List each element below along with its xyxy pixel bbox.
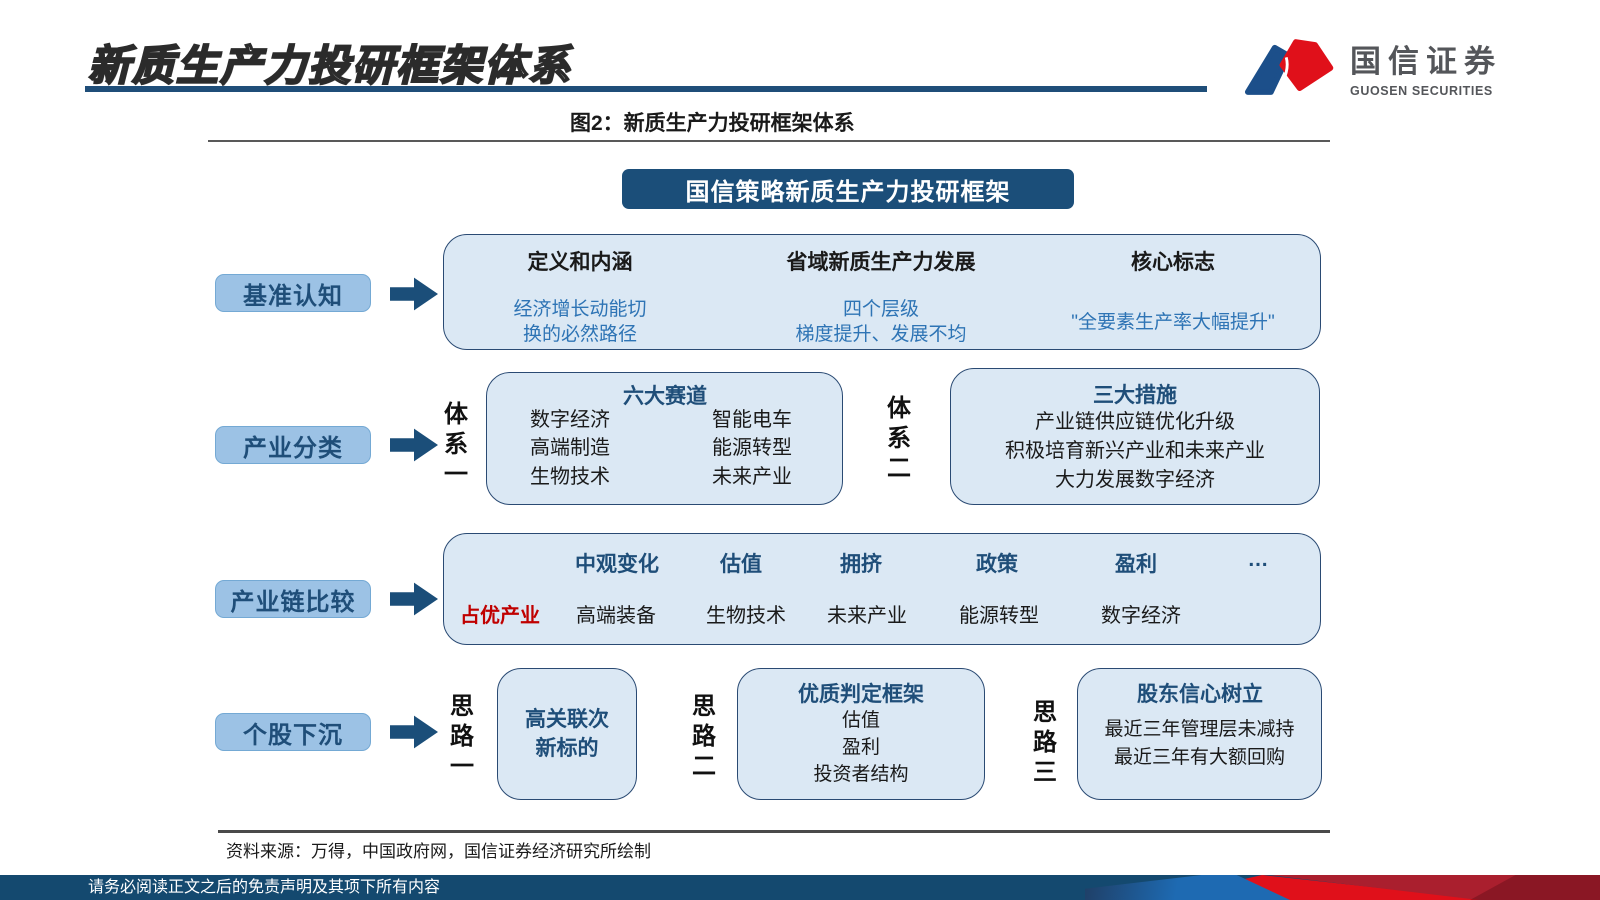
row3-box: [443, 533, 1321, 645]
row4-box2-title: 优质判定框架: [798, 683, 924, 706]
row2-box1-left-items: 数字经济 高端制造 生物技术: [530, 409, 610, 488]
row1-col-core: 核心标志 "全要素生产率大幅提升": [1030, 246, 1316, 335]
row1-box: [443, 234, 1321, 350]
guosen-logo: 国信证券 GUOSEN SECURITIES: [1244, 34, 1495, 100]
title-underline: [85, 86, 1207, 92]
row2-box2-body: 产业链供应链优化升级 积极培育新兴产业和未来产业 大力发展数字经济: [1005, 411, 1265, 491]
row1-col3-sub: "全要素生产率大幅提升": [1071, 312, 1275, 333]
row3-cell-digital: 数字经济: [1101, 605, 1181, 627]
row3-header-ellipsis: …: [1247, 548, 1269, 571]
row2-box2-title: 三大措施: [1093, 384, 1177, 407]
logo-text: 国信证券 GUOSEN SECURITIES: [1350, 36, 1502, 98]
row4-box2: [737, 668, 985, 800]
row4-box3: [1077, 668, 1322, 800]
figure-caption: 图2：新质生产力投研框架体系: [570, 112, 855, 135]
row3-cell-energy: 能源转型: [959, 605, 1039, 627]
row2-system1-label: 体系一: [444, 401, 468, 488]
row1-col2-sub: 四个层级 梯度提升、发展不均: [795, 299, 967, 346]
row3-header-mesochange: 中观变化: [575, 553, 659, 576]
row1-col2-title: 省域新质生产力发展: [786, 251, 976, 274]
row3-header-policy: 政策: [976, 553, 1018, 576]
row2-box1-title: 六大赛道: [623, 385, 707, 408]
row3-header-crowding: 拥挤: [840, 553, 882, 576]
row1-col3-title: 核心标志: [1131, 251, 1215, 274]
row1-col-definition: 定义和内涵 经济增长动能切 换的必然路径: [460, 246, 700, 347]
logo-text-en: GUOSEN SECURITIES: [1350, 84, 1493, 98]
row1-col1-title: 定义和内涵: [527, 251, 633, 274]
row3-cell-future: 未来产业: [827, 605, 907, 627]
row2-box1-right-items: 智能电车 能源转型 未来产业: [712, 409, 792, 488]
row3-cell-highend: 高端装备: [576, 605, 656, 627]
guosen-logo-icon: [1244, 39, 1334, 95]
row4-arrow-icon: [390, 715, 438, 749]
page-title: 新质生产力投研框架体系: [87, 43, 573, 91]
row4-path2-label: 思路二: [692, 693, 716, 780]
row4-box1-title: 高关联次 新标的: [525, 707, 609, 760]
row3-header-valuation: 估值: [720, 553, 762, 576]
row2-arrow-icon: [390, 428, 438, 462]
row2-label: 产业分类: [215, 426, 371, 464]
row1-col1-sub: 经济增长动能切 换的必然路径: [513, 299, 647, 346]
row2-system2-label: 体系二: [887, 395, 911, 482]
footer-bar: 请务必阅读正文之后的免责声明及其项下所有内容: [0, 875, 1600, 900]
row4-box1: 高关联次 新标的: [497, 668, 637, 800]
row4-path3-label: 思路三: [1033, 699, 1057, 786]
footer-disclaimer: 请务必阅读正文之后的免责声明及其项下所有内容: [88, 879, 441, 896]
row3-cell-biotech: 生物技术: [706, 605, 786, 627]
row3-rowlabel-dominant: 占优产业: [460, 605, 540, 627]
row1-col-province: 省域新质生产力发展 四个层级 梯度提升、发展不均: [730, 246, 1032, 347]
row2-box-tracks: [486, 372, 843, 505]
source-text: 资料来源：万得，中国政府网，国信证券经济研究所绘制: [226, 842, 651, 861]
row2-box-measures: [950, 368, 1320, 505]
framework-banner: 国信策略新质生产力投研框架: [622, 169, 1074, 209]
row4-label: 个股下沉: [215, 713, 371, 751]
row3-arrow-icon: [390, 582, 438, 616]
row1-label: 基准认知: [215, 274, 371, 312]
caption-rule: [208, 140, 1330, 142]
row4-box3-body: 最近三年管理层未减持 最近三年有大额回购: [1104, 719, 1295, 768]
source-divider: [218, 830, 1330, 833]
row4-box3-title: 股东信心树立: [1137, 683, 1263, 706]
row4-path1-label: 思路一: [450, 693, 474, 780]
row3-label: 产业链比较: [215, 580, 371, 618]
row1-arrow-icon: [390, 277, 438, 311]
logo-text-cn: 国信证券: [1350, 44, 1502, 79]
row3-header-profit: 盈利: [1115, 553, 1157, 576]
row4-box2-body: 估值 盈利 投资者结构: [813, 710, 909, 785]
